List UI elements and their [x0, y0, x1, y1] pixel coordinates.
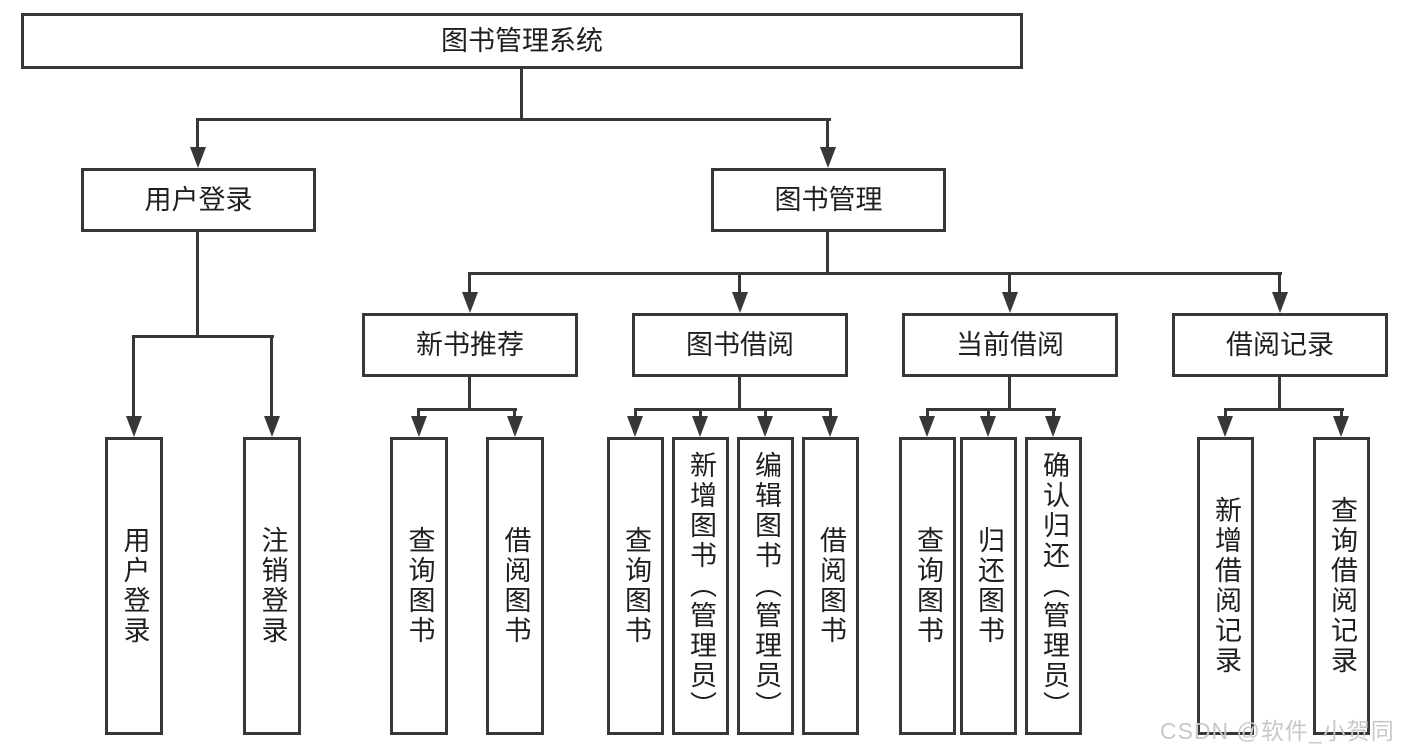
arrow-down-icon — [1272, 292, 1288, 313]
node-query-books-1: 查询图书 — [390, 437, 448, 735]
leaf-label: 查询借阅记录 — [1327, 496, 1357, 676]
node-borrow-records: 借阅记录 — [1172, 313, 1388, 377]
connector-group4-hline — [1224, 408, 1344, 411]
node-new-book-recommend: 新书推荐 — [362, 313, 578, 377]
arrow-down-icon — [1217, 416, 1233, 437]
connector-userlogin-hline — [132, 335, 274, 338]
arrow-down-icon — [462, 292, 478, 313]
leaf-label: 查询图书 — [621, 526, 651, 646]
arrow-down-icon — [411, 416, 427, 437]
connector-root-hline — [196, 118, 831, 121]
connector-group2-shaft-3 — [764, 408, 767, 419]
connector-group1-hline — [417, 408, 517, 411]
connector-group4-vline — [1278, 377, 1281, 411]
leaf-label: 用户登录 — [119, 526, 150, 646]
node-add-borrow-record: 新增借阅记录 — [1197, 437, 1254, 735]
leaf-label: 查询图书 — [913, 526, 943, 646]
node-query-borrow-record: 查询借阅记录 — [1313, 437, 1370, 735]
arrow-down-icon — [980, 416, 996, 437]
connector-group2-vline — [738, 377, 741, 411]
connector-group2-shaft-2 — [699, 408, 702, 419]
connector-bookmgmt-vline — [826, 232, 829, 275]
connector-group3-shaft-3 — [1052, 408, 1055, 419]
connector-bookmgmt-shaft-2 — [738, 272, 741, 295]
arrow-down-icon — [507, 416, 523, 437]
connector-group1-vline — [468, 377, 471, 411]
node-borrow-books-1: 借阅图书 — [486, 437, 544, 735]
arrow-down-icon — [1002, 292, 1018, 313]
arrow-down-icon — [1333, 416, 1349, 437]
connector-root-right-shaft — [826, 118, 829, 150]
leaf-label: 新增借阅记录 — [1211, 496, 1241, 676]
leaf-label: 确认归还（管理员） — [1039, 451, 1069, 721]
connector-group3-vline — [1008, 377, 1011, 411]
node-query-books-3: 查询图书 — [899, 437, 956, 735]
node-edit-book-admin: 编辑图书（管理员） — [737, 437, 794, 735]
leaf-label: 查询图书 — [404, 526, 435, 646]
connector-bookmgmt-shaft-1 — [468, 272, 471, 295]
leaf-label: 注销登录 — [257, 526, 288, 646]
arrow-down-icon — [692, 416, 708, 437]
connector-userlogin-shaft-1 — [132, 335, 135, 420]
arrow-down-icon — [627, 416, 643, 437]
arrow-down-icon — [190, 147, 206, 168]
leaf-label: 编辑图书（管理员） — [751, 451, 781, 721]
connector-group2-shaft-1 — [634, 408, 637, 419]
node-book-management: 图书管理 — [711, 168, 946, 232]
node-current-borrow: 当前借阅 — [902, 313, 1118, 377]
connector-root-left-shaft — [196, 118, 199, 150]
arrow-down-icon — [1045, 416, 1061, 437]
node-user-login: 用户登录 — [81, 168, 316, 232]
node-book-borrow: 图书借阅 — [632, 313, 848, 377]
connector-group3-hline — [926, 408, 1056, 411]
node-return-books: 归还图书 — [960, 437, 1017, 735]
arrow-down-icon — [822, 416, 838, 437]
node-logout-action: 注销登录 — [243, 437, 301, 735]
connector-group4-shaft-1 — [1224, 408, 1227, 419]
node-query-books-2: 查询图书 — [607, 437, 664, 735]
arrow-down-icon — [820, 147, 836, 168]
connector-bookmgmt-hline — [468, 272, 1282, 275]
connector-userlogin-vline — [196, 232, 199, 338]
connector-bookmgmt-shaft-4 — [1278, 272, 1281, 295]
connector-group4-shaft-2 — [1340, 408, 1343, 419]
connector-group2-hline — [634, 408, 832, 411]
arrow-down-icon — [919, 416, 935, 437]
arrow-down-icon — [126, 416, 142, 437]
node-add-book-admin: 新增图书（管理员） — [672, 437, 729, 735]
connector-group1-shaft-1 — [417, 408, 420, 419]
connector-group2-shaft-4 — [829, 408, 832, 419]
node-confirm-return-admin: 确认归还（管理员） — [1025, 437, 1082, 735]
connector-root-vline — [520, 69, 523, 121]
node-library-system: 图书管理系统 — [21, 13, 1023, 69]
leaf-label: 借阅图书 — [500, 526, 531, 646]
leaf-label: 新增图书（管理员） — [686, 451, 716, 721]
arrow-down-icon — [732, 292, 748, 313]
watermark: CSDN @软件_小贺同学 — [1160, 718, 1395, 744]
connector-group3-shaft-2 — [987, 408, 990, 419]
node-user-login-action: 用户登录 — [105, 437, 163, 735]
arrow-down-icon — [264, 416, 280, 437]
leaf-label: 借阅图书 — [816, 526, 846, 646]
connector-userlogin-shaft-2 — [270, 335, 273, 420]
leaf-label: 归还图书 — [974, 526, 1004, 646]
connector-bookmgmt-shaft-3 — [1008, 272, 1011, 295]
connector-group1-shaft-2 — [513, 408, 516, 419]
connector-group3-shaft-1 — [926, 408, 929, 419]
node-borrow-books-2: 借阅图书 — [802, 437, 859, 735]
arrow-down-icon — [757, 416, 773, 437]
